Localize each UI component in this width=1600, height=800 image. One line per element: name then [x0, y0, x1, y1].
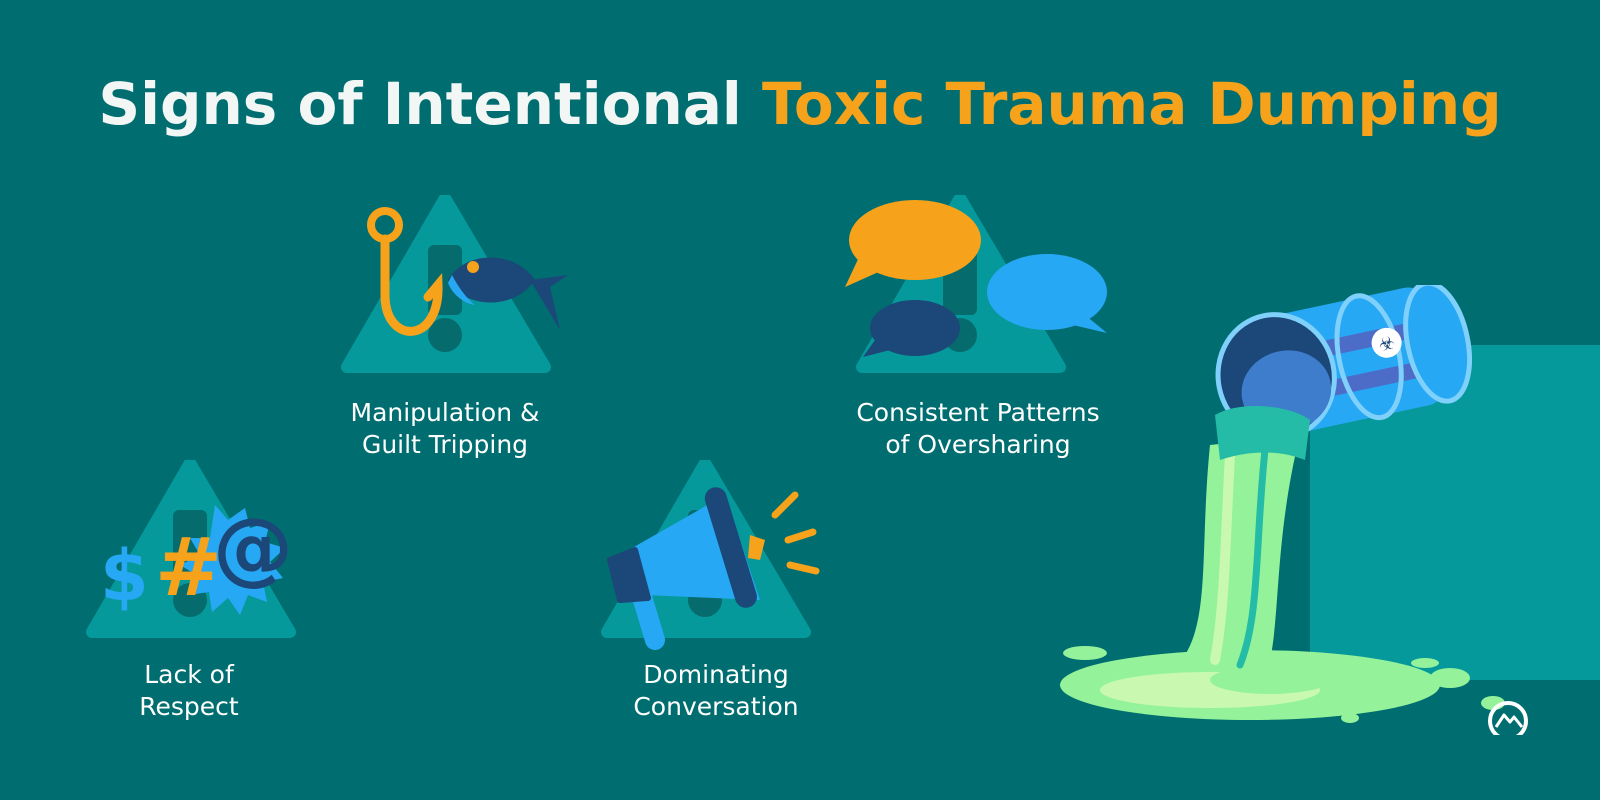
svg-text:$: $ — [100, 535, 149, 617]
symbols-icon: $ # @ — [86, 460, 296, 638]
toxic-barrel-icon: ☣ — [1060, 285, 1600, 735]
page-title: Signs of Intentional Toxic Trauma Dumpin… — [0, 70, 1600, 138]
label-manipulation: Manipulation &Guilt Tripping — [350, 398, 540, 459]
svg-text:@: @ — [213, 501, 293, 594]
svg-text:☣: ☣ — [1377, 332, 1397, 356]
title-part-orange: Toxic Trauma Dumping — [761, 70, 1502, 138]
speech-bubbles-icon — [845, 195, 1107, 373]
fishhook-icon — [341, 195, 568, 373]
title-part-white: Signs of Intentional — [98, 70, 742, 138]
megaphone-icon — [601, 460, 820, 650]
svg-text:#: # — [155, 521, 222, 614]
